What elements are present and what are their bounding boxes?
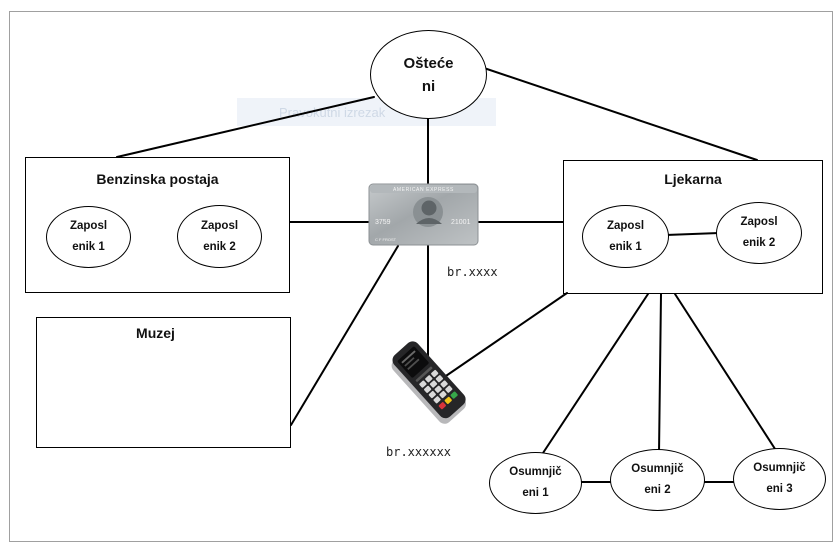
museum-title: Muzej	[136, 325, 175, 341]
terminal-keypad	[419, 369, 458, 410]
suspect-3: Osumnjič eni 3	[733, 448, 826, 510]
snip-overlay-label: Pravokutni izrezak	[279, 105, 386, 120]
gas-station-employee-1: Zaposl enik 1	[46, 206, 131, 268]
pharmacy-employee-2: Zaposl enik 2	[716, 202, 802, 264]
credit-card-icon: AMERICAN EXPRESS 3759 21001 C F FROST	[368, 183, 479, 246]
terminal-key	[428, 390, 436, 399]
terminal-key	[429, 380, 438, 388]
terminal-key	[440, 380, 448, 388]
terminal-key	[434, 385, 442, 393]
terminal-screen-line	[404, 357, 415, 367]
pharmacy-employee-1: Zaposl enik 1	[582, 205, 669, 268]
terminal-key	[433, 396, 441, 404]
suspect-label-line-1: Osumnjič	[753, 462, 806, 474]
terminal-screen-line	[407, 358, 420, 370]
employee-label-line-2: enik 2	[742, 237, 776, 249]
connector-terminal-pharmacy	[439, 292, 568, 381]
employee-label-line-1: Zaposl	[740, 216, 778, 228]
gas-station-employee-2: Zaposl enik 2	[177, 205, 262, 268]
victim-node: Ošteće ni	[370, 30, 487, 119]
victim-label-line-2: ni	[421, 77, 436, 95]
connector-victim-pharmacy	[477, 65, 758, 161]
terminal-function-bar	[415, 366, 433, 382]
terminal-key	[431, 369, 439, 378]
terminal-key	[435, 375, 444, 383]
suspect-label-line-1: Osumnjič	[631, 463, 684, 475]
card-holder: C F FROST	[375, 237, 397, 242]
connector-pharmacy-employees	[665, 232, 720, 236]
connector-pharmacy-suspect-1	[540, 293, 649, 457]
terminal-clear-key	[444, 396, 452, 404]
card-centurion-head	[421, 200, 437, 216]
connector-pharmacy-suspect-3	[674, 293, 778, 453]
suspect-2: Osumnjič eni 2	[610, 449, 705, 511]
gas-station-title: Benzinska postaja	[96, 171, 219, 187]
employee-label-line-1: Zaposl	[200, 219, 239, 232]
terminal-cancel-key	[438, 402, 446, 410]
card-brand: AMERICAN EXPRESS	[393, 187, 454, 193]
card-number-start: 3759	[375, 219, 391, 226]
terminal-key	[419, 380, 427, 388]
employee-label-line-1: Zaposl	[606, 219, 645, 232]
suspect-label-line-2: eni 2	[644, 484, 671, 496]
terminal-key	[439, 390, 447, 399]
terminal-key	[445, 385, 453, 393]
connector-card-museum	[290, 245, 399, 426]
connector-victim-gas-station	[116, 96, 375, 158]
card-reference-label: br.xxxx	[447, 265, 498, 279]
terminal-reference-label: br.xxxxxx	[386, 445, 452, 459]
terminal-key	[424, 385, 432, 393]
connector-pharmacy-suspect-2	[658, 293, 662, 454]
suspect-1: Osumnjič eni 1	[489, 452, 582, 514]
suspect-label-line-2: eni 3	[766, 483, 793, 495]
pos-terminal-icon	[391, 341, 467, 424]
employee-label-line-1: Zaposl	[69, 220, 108, 232]
suspect-label-line-1: Osumnjič	[509, 466, 562, 478]
card-centurion-shoulders	[416, 218, 442, 224]
employee-label-line-2: enik 2	[203, 240, 236, 253]
terminal-screen-line	[401, 350, 416, 364]
employee-label-line-2: enik 1	[609, 240, 642, 253]
victim-label-line-1: Ošteće	[403, 54, 454, 72]
pharmacy-title: Ljekarna	[664, 171, 722, 187]
card-top-band	[370, 185, 477, 193]
employee-label-line-2: enik 1	[72, 241, 105, 253]
museum-box: Muzej	[36, 317, 291, 448]
card-number-end: 21001	[451, 219, 471, 226]
terminal-enter-key	[450, 391, 458, 399]
terminal-screen	[397, 346, 429, 378]
terminal-key	[425, 375, 433, 383]
suspect-label-line-2: eni 1	[522, 487, 549, 499]
snip-frame	[9, 11, 833, 542]
